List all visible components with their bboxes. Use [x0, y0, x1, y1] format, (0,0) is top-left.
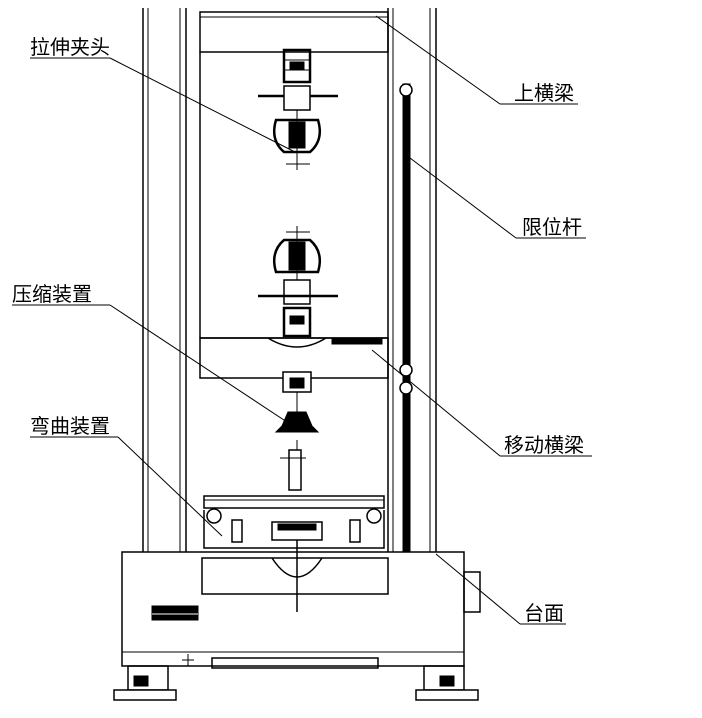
machine-base — [121, 540, 481, 669]
left-column — [142, 8, 187, 552]
right-column — [387, 8, 437, 552]
bending-device — [203, 495, 385, 549]
label-upper-crossbeam: 上横梁 — [514, 81, 574, 105]
label-moving-crossbeam: 移动横梁 — [504, 433, 584, 457]
left-foot — [113, 665, 177, 701]
compression-device — [274, 371, 320, 491]
upper-tensile-grip — [258, 48, 338, 170]
label-tensile-grip: 拉伸夹头 — [30, 35, 110, 59]
label-limit-rod: 限位杆 — [522, 215, 582, 239]
lower-tensile-grip — [258, 226, 338, 338]
right-foot — [415, 665, 479, 701]
leader-lines — [12, 15, 592, 625]
label-compression-device: 压缩装置 — [12, 282, 92, 306]
label-table: 台面 — [524, 601, 564, 625]
upper-crossbeam — [199, 11, 389, 53]
label-bending-device: 弯曲装置 — [30, 414, 110, 438]
limit-rod — [399, 83, 413, 553]
